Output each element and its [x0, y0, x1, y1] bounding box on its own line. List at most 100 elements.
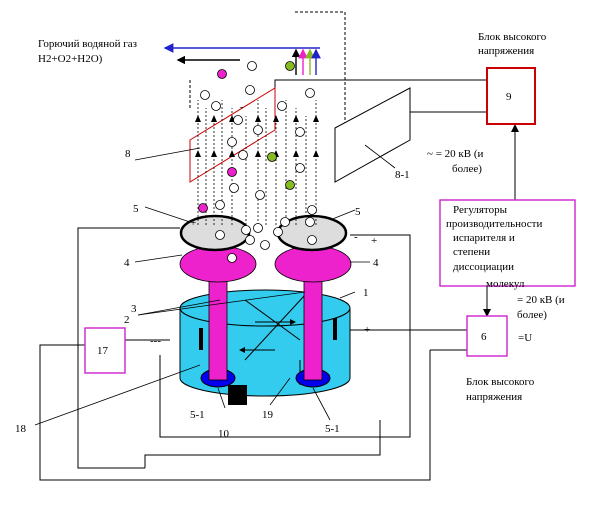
- flow-arrow: [195, 115, 201, 122]
- flow-arrow: [313, 115, 319, 122]
- regulator-box: [439, 199, 576, 287]
- flow-arrow: [211, 150, 217, 157]
- flow-arrow: [211, 115, 217, 122]
- hydrogen-particle: [245, 85, 255, 95]
- hydrogen-particle: [200, 90, 210, 100]
- flow-arrow: [293, 150, 299, 157]
- tank: [179, 289, 351, 405]
- hv-top-label-line2: напряжения: [478, 45, 534, 57]
- flow-arrow: [313, 150, 319, 157]
- oxygen-particle: [217, 69, 227, 79]
- label-5-1-left: 5-1: [190, 409, 205, 421]
- flow-arrow: [293, 115, 299, 122]
- hv-bottom-label-line1: Блок высокого: [466, 376, 535, 388]
- wicks: [179, 214, 352, 381]
- gas-output-arrows: [163, 43, 321, 75]
- hydrogen-particle: [211, 101, 221, 111]
- sign-minus-tank: ---: [150, 335, 161, 347]
- hydrogen-particle: [295, 127, 305, 137]
- flow-arrow: [255, 150, 261, 157]
- wick-stem-left: [208, 267, 228, 381]
- label-3: 3: [131, 303, 137, 315]
- box-17-number: 17: [97, 345, 109, 357]
- voltage-top-line1: ~ = 20 кВ (и: [427, 148, 483, 160]
- sign-minus-right-ring: -: [354, 231, 358, 243]
- field-plate-8-1: [334, 87, 411, 183]
- leader-lines: [34, 144, 396, 426]
- voltage-top-line2: более): [452, 163, 482, 175]
- hydrogen-particle: [305, 88, 315, 98]
- label-1: 1: [363, 287, 369, 299]
- water-particle: [267, 152, 277, 162]
- label-4-left: 4: [124, 257, 130, 269]
- label-19: 19: [262, 409, 274, 421]
- tank-top: [179, 289, 351, 327]
- hydrogen-particle: [253, 125, 263, 135]
- wick-head-right: [274, 245, 352, 283]
- hydrogen-particle: [229, 183, 239, 193]
- wick-head-left: [179, 245, 257, 283]
- regulator-line2: производительности: [446, 218, 542, 230]
- regulator-line4: степени: [453, 246, 490, 258]
- vapor-flow-lines: [195, 100, 319, 225]
- hydrogen-particle: [227, 137, 237, 147]
- flow-arrow: [195, 150, 201, 157]
- label-18: 18: [15, 423, 27, 435]
- hydrogen-particle: [227, 253, 237, 263]
- label-5-left: 5: [133, 203, 139, 215]
- regulator-line6: молекул: [486, 278, 525, 290]
- field-plate-8: [189, 87, 276, 183]
- hv-bottom-label-line2: напряжения: [466, 391, 522, 403]
- label-4-right: 4: [373, 257, 379, 269]
- hydrogen-particle: [247, 61, 257, 71]
- regulator-line3: испарителя и: [453, 232, 515, 244]
- wick-stem-right: [303, 267, 323, 381]
- hydrogen-particle: [238, 150, 248, 160]
- hydrogen-particle: [215, 230, 225, 240]
- hv-block-6-number: 6: [481, 331, 487, 343]
- label-10: 10: [218, 428, 230, 440]
- hydrogen-particle: [307, 205, 317, 215]
- hydrogen-particle: [233, 115, 243, 125]
- sign-plus-right-ring: +: [371, 235, 377, 247]
- hv-block-9: [486, 67, 536, 125]
- hydrogen-particle: [273, 227, 283, 237]
- regulator-line5: диссоциации: [453, 261, 514, 273]
- hydrogen-particle: [245, 235, 255, 245]
- oxygen-particle: [198, 203, 208, 213]
- water-particle: [285, 61, 295, 71]
- label-5-right: 5: [355, 206, 361, 218]
- flow-arrow: [255, 115, 261, 122]
- hydrogen-particle: [307, 235, 317, 245]
- flow-arrow: [273, 115, 279, 122]
- label-8-1: 8-1: [395, 169, 410, 181]
- label-8: 8: [125, 148, 131, 160]
- reg-to-hv6-arrow: [483, 309, 491, 317]
- voltage-bottom-line1: = 20 кВ (и: [517, 294, 565, 306]
- gas-label-line1: Горючий водяной газ: [38, 38, 137, 50]
- hv-block-6-voltage: =U: [518, 332, 532, 344]
- hv-block-6: [466, 315, 508, 357]
- heater-block: [228, 385, 247, 405]
- vapor-particles: [198, 61, 317, 263]
- water-particle: [285, 180, 295, 190]
- hydrogen-particle: [215, 200, 225, 210]
- gas-label-line2: H2+O2+H2O): [38, 53, 103, 65]
- hydrogen-particle: [241, 225, 251, 235]
- label-2: 2: [124, 314, 130, 326]
- hydrogen-particle: [255, 190, 265, 200]
- box-17: [84, 327, 126, 374]
- voltage-bottom-line2: более): [517, 309, 547, 321]
- inner-electrode-right: [333, 318, 337, 340]
- hv-block-9-number: 9: [506, 91, 512, 103]
- flow-arrow: [229, 150, 235, 157]
- sign-minus-mid: -: [240, 101, 244, 113]
- hydrogen-particle: [260, 240, 270, 250]
- hydrogen-particle: [280, 217, 290, 227]
- regulator-line1: Регуляторы: [453, 204, 508, 216]
- label-5-1-right: 5-1: [325, 423, 340, 435]
- hydrogen-particle: [253, 223, 263, 233]
- oxygen-particle: [227, 167, 237, 177]
